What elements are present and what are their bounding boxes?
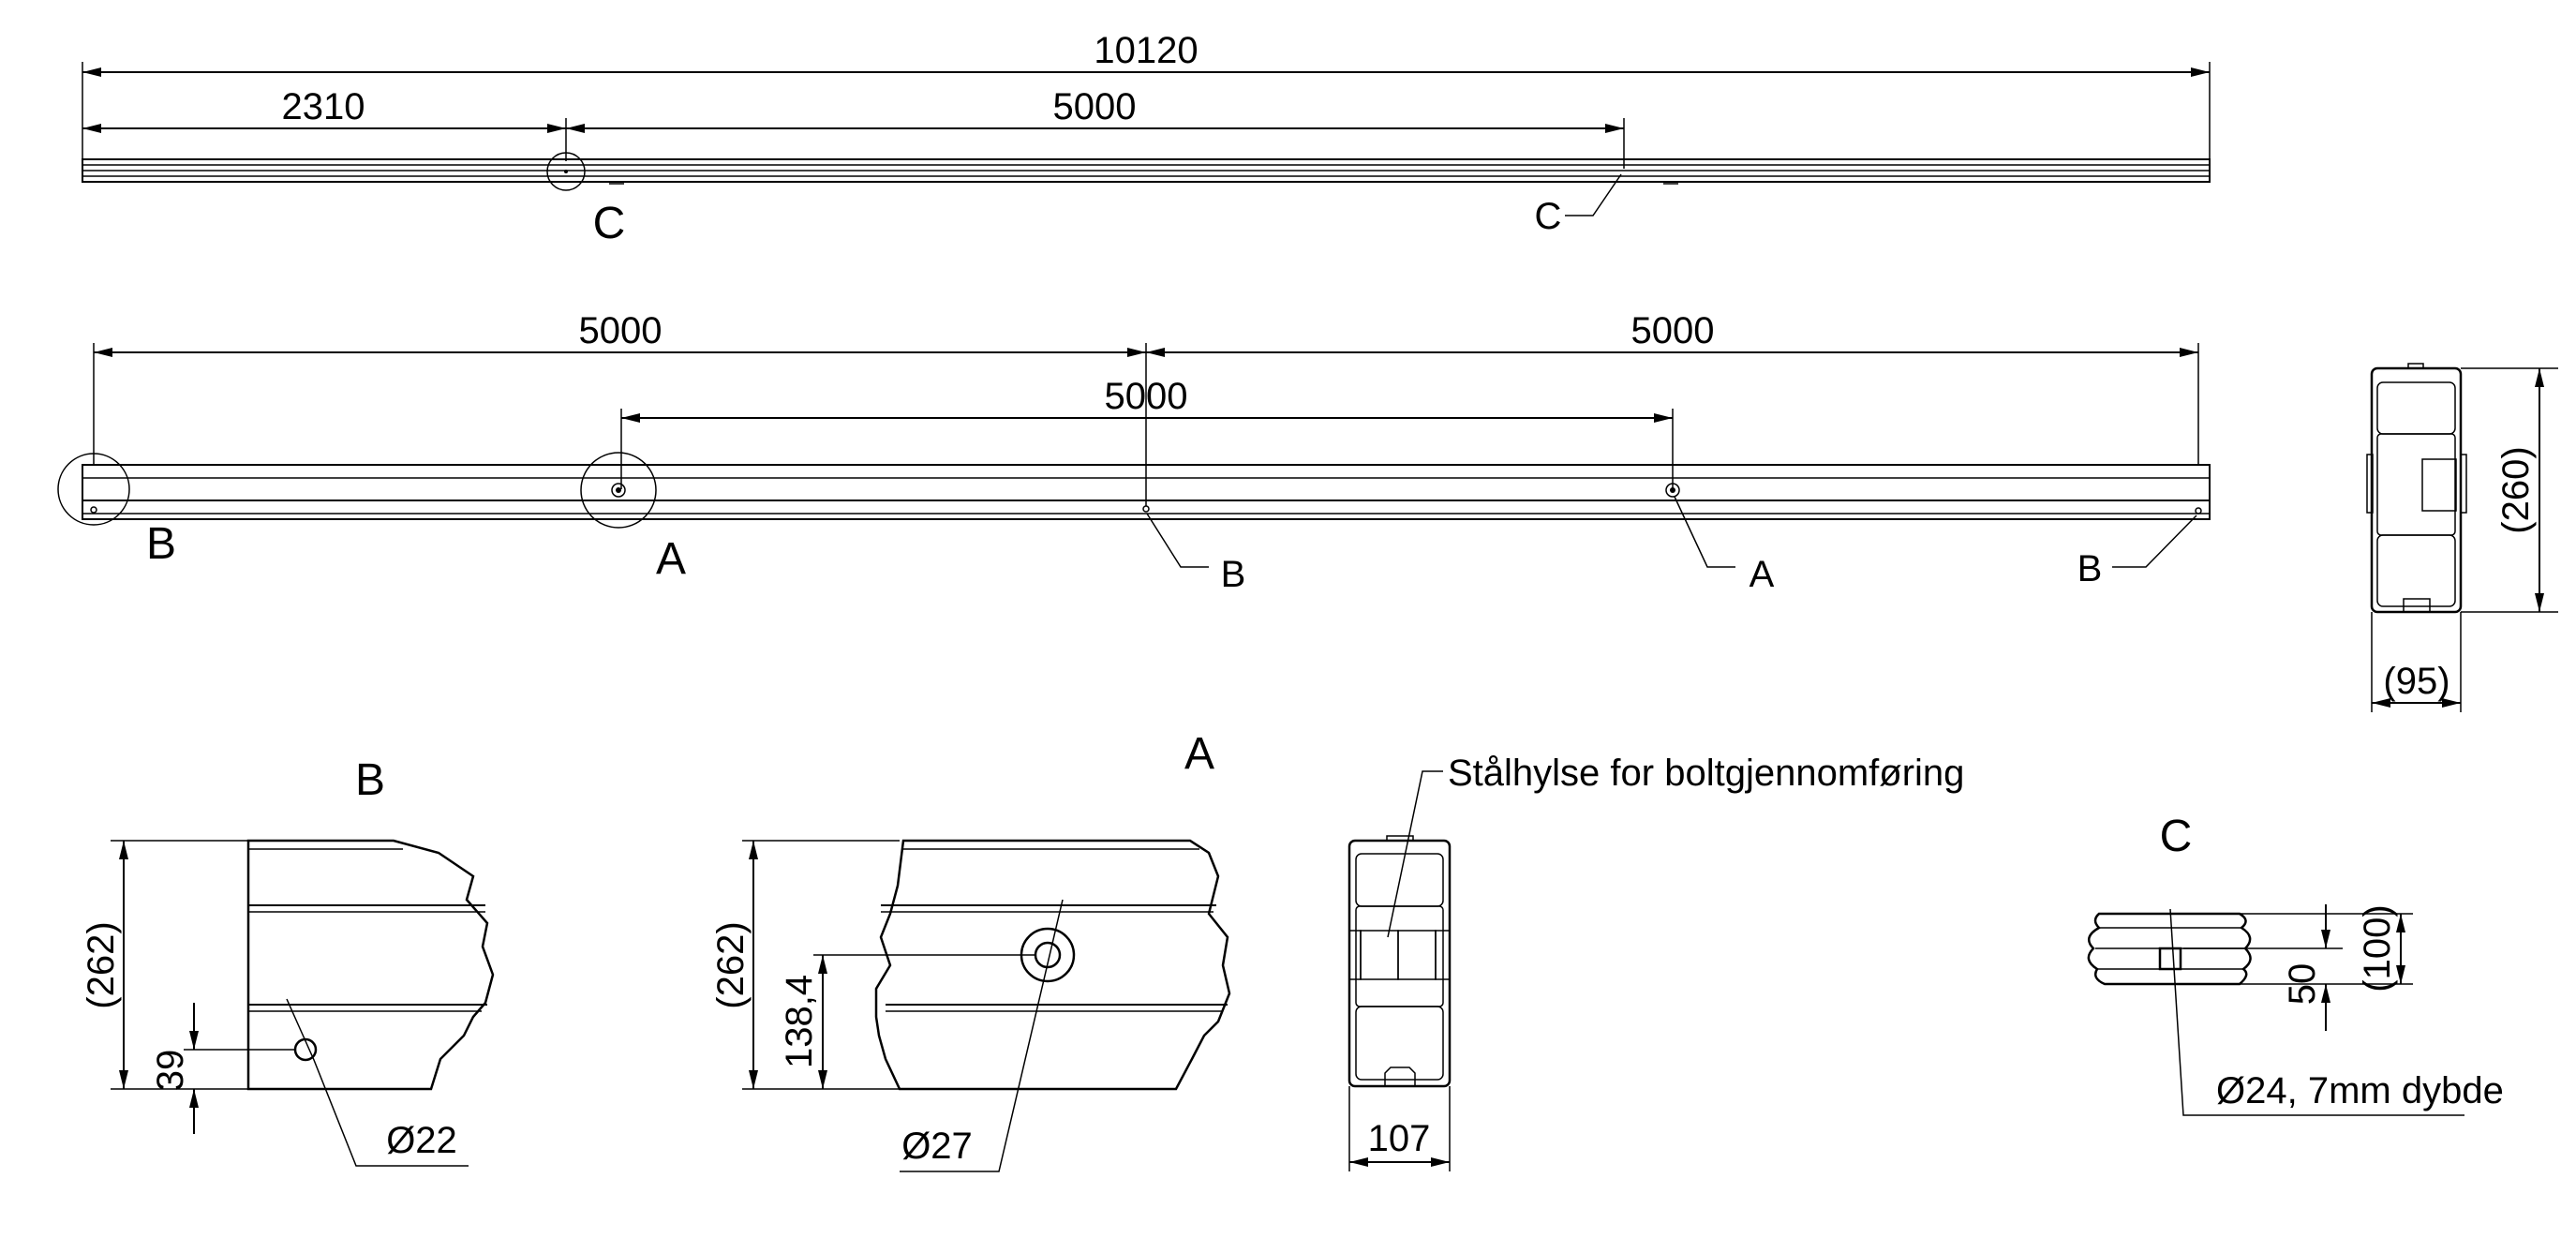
callout-a: A — [1750, 554, 1775, 595]
side-view-bar — [82, 464, 2211, 520]
detail-b: B (262) 39 Ø22 — [81, 755, 495, 1167]
dim-total: 10120 — [1094, 30, 1198, 71]
detail-circle-b — [57, 453, 130, 526]
dim-mid: 5000 — [1053, 86, 1137, 127]
detail-a-title: A — [1184, 729, 1214, 779]
dim-side-right: 5000 — [1631, 310, 1715, 351]
detail-b-title: B — [355, 755, 385, 805]
dim-section-height: (260) — [2495, 446, 2537, 533]
dim-left: 2310 — [282, 86, 365, 127]
dim-a-hole-height: 138,4 — [779, 975, 820, 1068]
dim-side-inner: 5000 — [1105, 376, 1188, 417]
detail-marker-a: A — [656, 534, 686, 584]
detail-marker-b: B — [146, 519, 176, 569]
detail-circle-c — [546, 152, 586, 191]
callout-b2: B — [2077, 548, 2103, 589]
top-view: 10120 2310 5000 C C — [82, 30, 2211, 248]
dim-c-inner: 50 — [2282, 963, 2323, 1006]
dim-a-height: (262) — [710, 921, 752, 1008]
sleeve-note: Stålhylse for boltgjennomføring — [1448, 753, 1964, 794]
dim-a-hole-dia: Ø27 — [901, 1126, 973, 1167]
top-view-bar — [82, 158, 2211, 183]
section-view: (260) (95) — [2366, 363, 2558, 712]
dim-b-hole-dia: Ø22 — [386, 1120, 457, 1161]
dim-section-width: (95) — [2383, 661, 2449, 702]
callout-c: C — [1535, 196, 1562, 237]
callout-b1: B — [1221, 554, 1246, 595]
dim-side-left: 5000 — [579, 310, 663, 351]
detail-c: C 50 (100) Ø24, 7mm dybde — [2087, 812, 2504, 1116]
side-view: 5000 5000 5000 B A B A B — [57, 310, 2211, 595]
detail-a: A (262) 138,4 Ø27 — [710, 729, 1231, 1172]
detail-marker-c: C — [593, 199, 626, 248]
detail-circle-a — [580, 452, 657, 529]
detail-c-hole — [2158, 947, 2182, 971]
detail-c-title: C — [2160, 812, 2193, 861]
detail-sleeve: Stålhylse for boltgjennomføring 107 — [1348, 753, 1964, 1171]
dim-c-outer: (100) — [2357, 904, 2398, 992]
dim-b-hole-height: 39 — [150, 1050, 191, 1092]
dim-c-hole-note: Ø24, 7mm dybde — [2216, 1070, 2504, 1111]
dim-b-height: (262) — [81, 921, 122, 1008]
dim-sleeve-width: 107 — [1368, 1118, 1431, 1159]
